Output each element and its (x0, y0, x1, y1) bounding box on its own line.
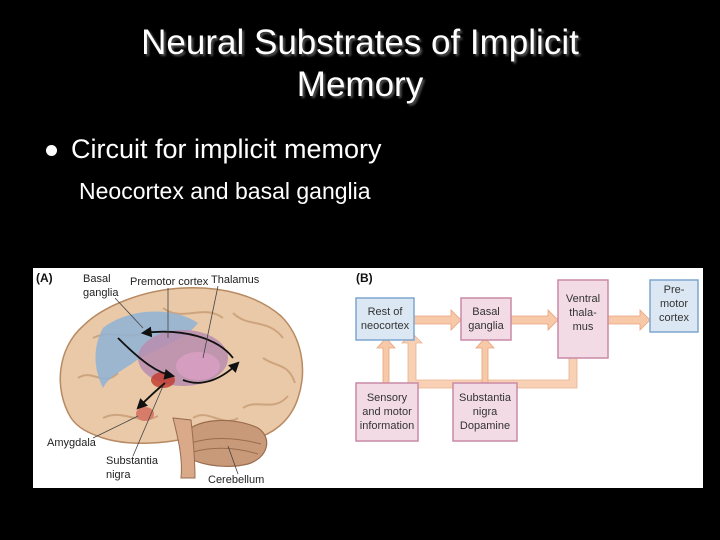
box-nigra-line-3: Dopamine (460, 420, 510, 432)
arrow-thalamus-to-premotor (607, 309, 651, 331)
brain-labels: Basal ganglia Premotor cortex Thalamus A… (47, 273, 264, 486)
figure: (A) (33, 268, 703, 488)
arrow-sensory-to-neocortex (376, 337, 396, 384)
box-thalamus-line-1: Ventral (566, 293, 600, 305)
arrow-neocortex-to-basal (413, 309, 462, 331)
box-premotor-line-3: cortex (659, 312, 689, 324)
box-rest-of-neocortex (355, 297, 415, 341)
label-basal-ganglia-1: Basal (83, 273, 111, 285)
arrow-basal-to-thalamus (510, 309, 559, 331)
box-premotor-line-2: motor (660, 298, 688, 310)
brain-illustration (59, 285, 304, 479)
label-substantia-nigra-2: nigra (106, 469, 131, 481)
thalamus-region (176, 352, 220, 380)
box-nigra-line-2: nigra (473, 406, 498, 418)
label-premotor-cortex: Premotor cortex (130, 276, 209, 288)
label-thalamus: Thalamus (211, 274, 260, 286)
bullet-item: Circuit for implicit memory (46, 134, 382, 165)
slide-title: Neural Substrates of Implicit Memory (60, 22, 660, 106)
label-cerebellum: Cerebellum (208, 474, 264, 486)
title-line-1: Neural Substrates of Implicit (141, 23, 579, 62)
box-basal-line-1: Basal (472, 306, 500, 318)
box-premotor-cortex (649, 279, 699, 333)
box-neocortex-line-1: Rest of (368, 306, 404, 318)
bullet-icon (46, 145, 57, 156)
box-sensory-motor (355, 382, 419, 442)
box-neocortex-line-2: neocortex (361, 320, 410, 332)
label-basal-ganglia-2: ganglia (83, 287, 119, 299)
box-premotor-line-1: Pre- (664, 284, 685, 296)
arrow-thalamus-feedback (401, 332, 578, 389)
box-sensory-line-1: Sensory (367, 392, 408, 404)
panel-b-label: (B) (356, 271, 373, 285)
brainstem-shape (172, 417, 196, 479)
arrow-nigra-to-basal (475, 337, 495, 384)
cerebellum-shape (182, 419, 268, 467)
box-sensory-line-2: and motor (362, 406, 412, 418)
box-sensory-line-3: information (360, 420, 414, 432)
label-amygdala: Amygdala (47, 437, 97, 449)
bullet-text: Circuit for implicit memory (71, 134, 382, 164)
title-line-2: Memory (296, 65, 424, 104)
figure-svg: (A) (36, 271, 699, 486)
box-basal-ganglia (460, 297, 512, 341)
box-basal-line-2: ganglia (468, 320, 504, 332)
label-substantia-nigra-1: Substantia (106, 455, 159, 467)
box-thalamus-line-2: thala- (569, 307, 597, 319)
sub-bullet-text: Neocortex and basal ganglia (79, 178, 371, 204)
flow-diagram: Rest of neocortex Basal ganglia Ventral … (355, 279, 699, 442)
box-substantia-nigra (452, 382, 518, 442)
box-nigra-line-1: Substantia (459, 392, 512, 404)
box-thalamus-line-3: mus (573, 321, 594, 333)
box-ventral-thalamus (557, 279, 609, 359)
panel-a-label: (A) (36, 271, 53, 285)
